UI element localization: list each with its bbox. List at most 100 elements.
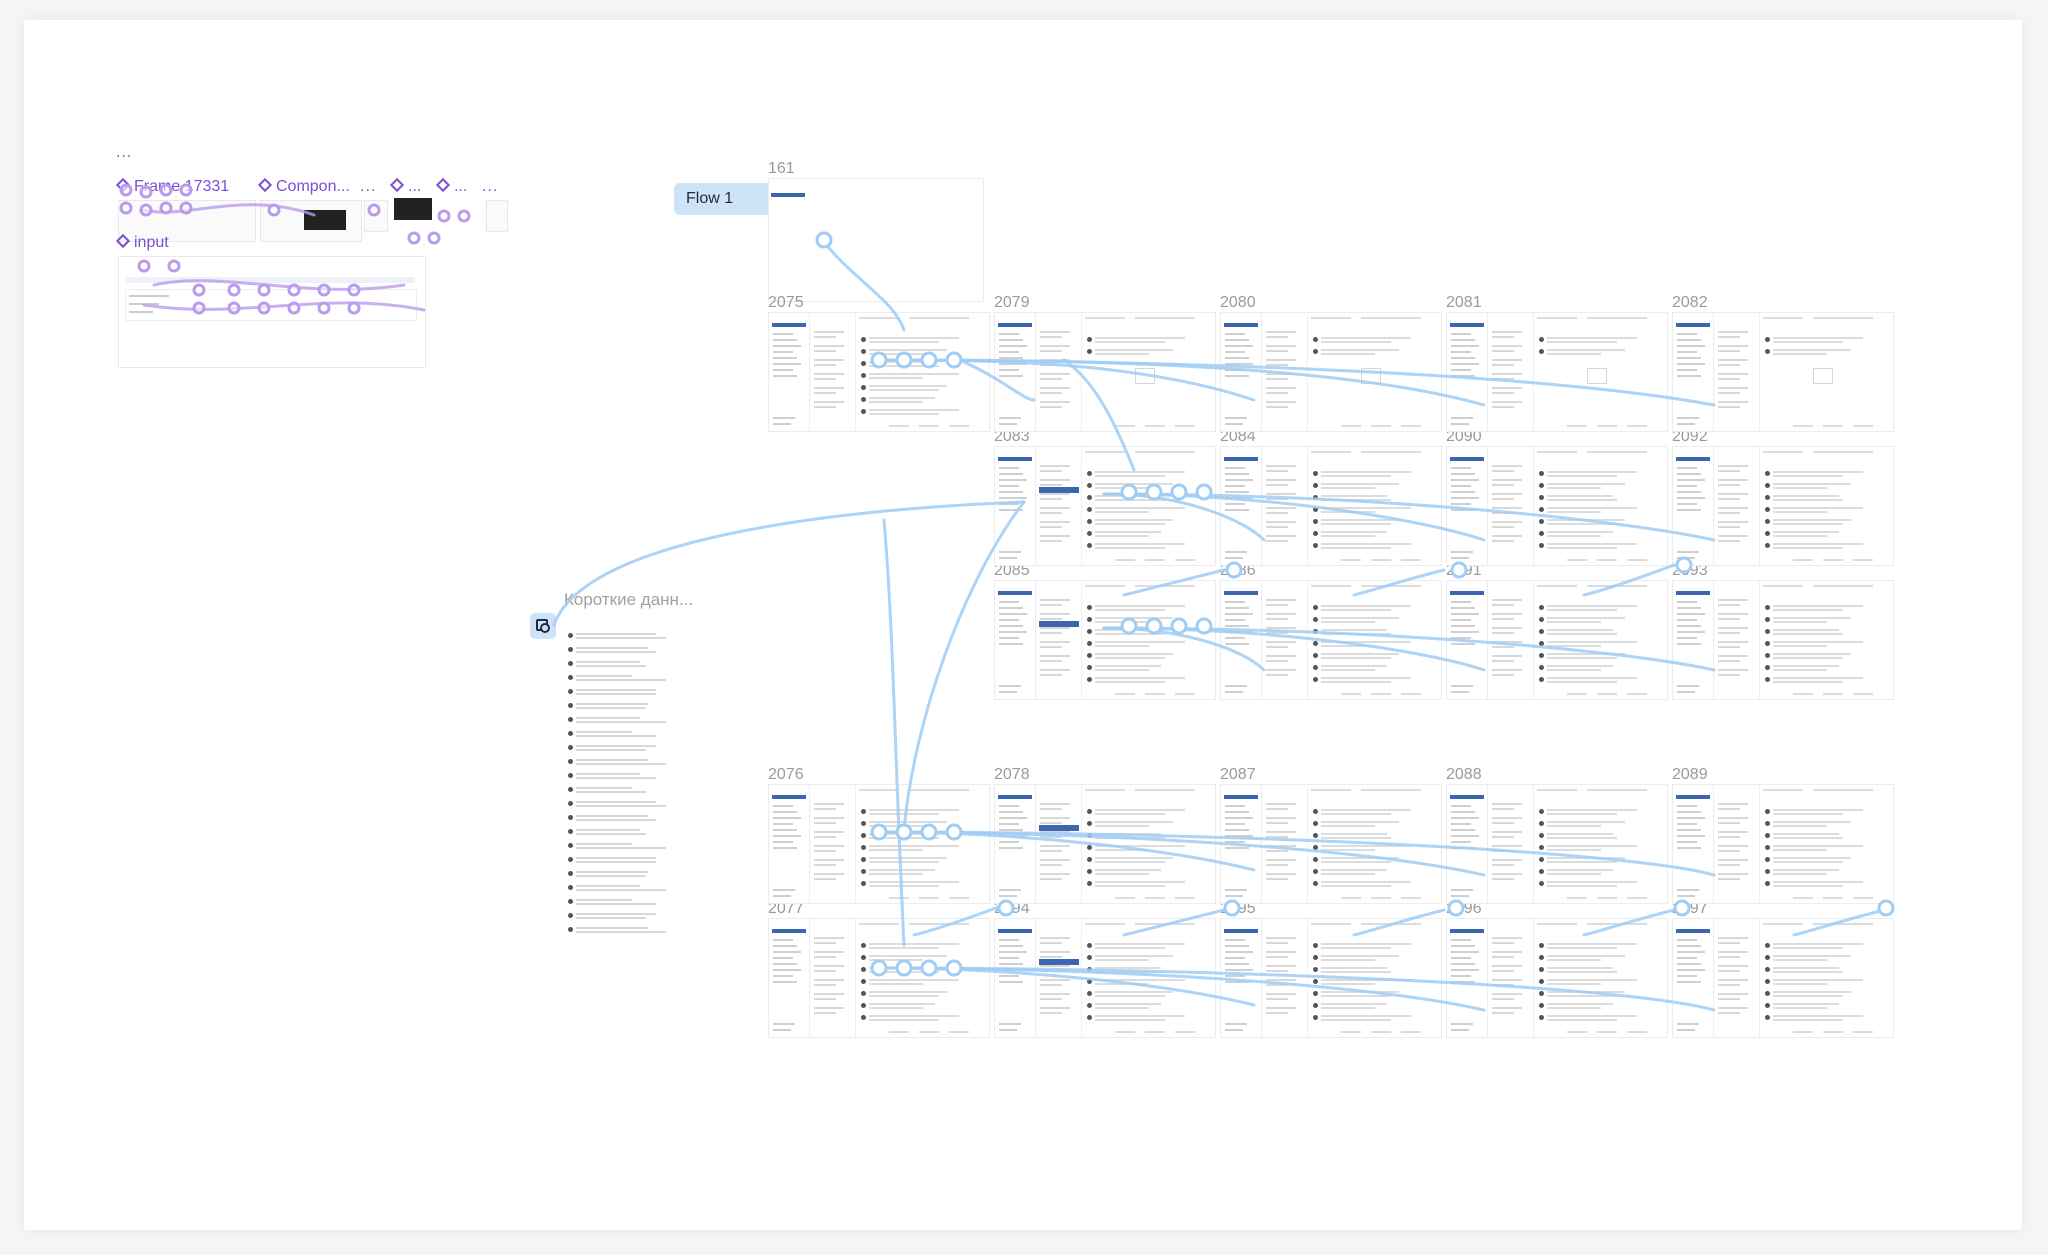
content-line [1451,847,1475,849]
screen-frame[interactable] [1672,312,1894,432]
short-data-frame[interactable] [564,613,684,943]
screen-frame[interactable] [994,580,1216,700]
frame-sidebar [1221,919,1262,1037]
content-line [999,957,1019,959]
frame-label-2092[interactable]: 2092 [1672,428,1708,445]
frame-label-2087[interactable]: 2087 [1220,766,1256,783]
content-line [814,845,844,847]
content-line [814,378,836,380]
content-line [1225,685,1247,687]
avatar [861,349,866,354]
screen-frame[interactable] [1672,446,1894,566]
content-line [1773,543,1863,545]
content-line [1773,1003,1839,1005]
content-line [1225,613,1253,615]
frame-label-2077[interactable]: 2077 [768,900,804,917]
content-line [1321,837,1391,839]
avatar [1087,519,1092,524]
frame-label-2083[interactable]: 2083 [994,428,1030,445]
content-line [1677,637,1697,639]
content-line [1321,881,1411,883]
content-line [1677,691,1695,693]
screen-frame[interactable] [1672,918,1894,1038]
content-line [1773,861,1843,863]
screen-frame[interactable] [1672,784,1894,904]
frame-label-2081[interactable]: 2081 [1446,294,1482,311]
screen-frame[interactable] [994,312,1216,432]
component-label[interactable]: Compon... [257,177,350,196]
content-line [1547,983,1601,985]
frame-label-2082[interactable]: 2082 [1672,294,1708,311]
content-line [1492,632,1514,634]
content-line [1321,991,1399,993]
screen-frame[interactable] [768,312,990,432]
content-line [1492,817,1522,819]
content-line [1361,789,1421,791]
frame-component-label[interactable]: Frame 17331 [115,177,229,196]
content-line [814,350,836,352]
content-line [1040,970,1062,972]
content-line [1773,621,1827,623]
frame-161[interactable] [768,178,984,302]
content-line [773,417,795,419]
screen-frame[interactable] [1446,446,1668,566]
avatar [1765,821,1770,826]
screen-frame[interactable] [1220,918,1442,1038]
frame-label-2080[interactable]: 2080 [1220,294,1256,311]
content-line [999,643,1023,645]
screen-frame[interactable] [1220,446,1442,566]
screen-frame[interactable] [1220,784,1442,904]
frame-label-2088[interactable]: 2088 [1446,766,1482,783]
content-line [949,897,969,899]
component-label-3[interactable]: ... [435,177,467,196]
flow-start-flag-button[interactable] [530,613,556,639]
component-small[interactable] [364,200,388,232]
frame-label-2076[interactable]: 2076 [768,766,804,783]
frame-label-2089[interactable]: 2089 [1672,766,1708,783]
content-line [1718,845,1748,847]
component-label-2[interactable]: ... [389,177,421,196]
screen-frame[interactable] [1446,312,1668,432]
frame-list-column [1263,447,1308,565]
screen-frame[interactable] [994,446,1216,566]
screen-frame[interactable] [1220,312,1442,432]
sidebar-active-item [771,193,805,197]
screen-frame[interactable] [1446,580,1668,700]
content-line [576,931,666,933]
screen-frame[interactable] [994,918,1216,1038]
screen-frame[interactable] [768,918,990,1038]
frame-label-2084[interactable]: 2084 [1220,428,1256,445]
frame-label-2078[interactable]: 2078 [994,766,1030,783]
component-small-2[interactable] [486,200,508,232]
frame-sidebar [995,313,1036,431]
content-line [1040,808,1062,810]
frame-label-161[interactable]: 161 [768,160,795,177]
frame-label-2079[interactable]: 2079 [994,294,1030,311]
content-line [999,613,1027,615]
content-line [1492,401,1522,403]
screen-frame[interactable] [1446,918,1668,1038]
input-component-frame[interactable] [118,256,426,368]
input-component-label[interactable]: input [115,233,169,252]
screen-frame[interactable] [1446,784,1668,904]
content-line [889,897,909,899]
content-line [1095,483,1173,485]
content-line [814,406,836,408]
short-data-frame-title[interactable]: Короткие данн... [564,590,694,609]
screen-frame[interactable] [1672,580,1894,700]
screen-frame[interactable] [994,784,1216,904]
content-line [1718,993,1748,995]
content-line [1095,995,1165,997]
frame-label-2090[interactable]: 2090 [1446,428,1482,445]
content-line [1718,618,1740,620]
content-line [1677,895,1695,897]
screen-frame[interactable] [1220,580,1442,700]
component-icon [115,233,131,249]
content-line [1266,669,1296,671]
figma-canvas[interactable]: ... Frame 17331 Compon... ... ... ... ..… [24,20,2022,1230]
screen-frame[interactable] [768,784,990,904]
content-line [1040,836,1062,838]
sidebar-active-item [1224,457,1258,461]
frame-label-2075[interactable]: 2075 [768,294,804,311]
content-line [999,423,1017,425]
